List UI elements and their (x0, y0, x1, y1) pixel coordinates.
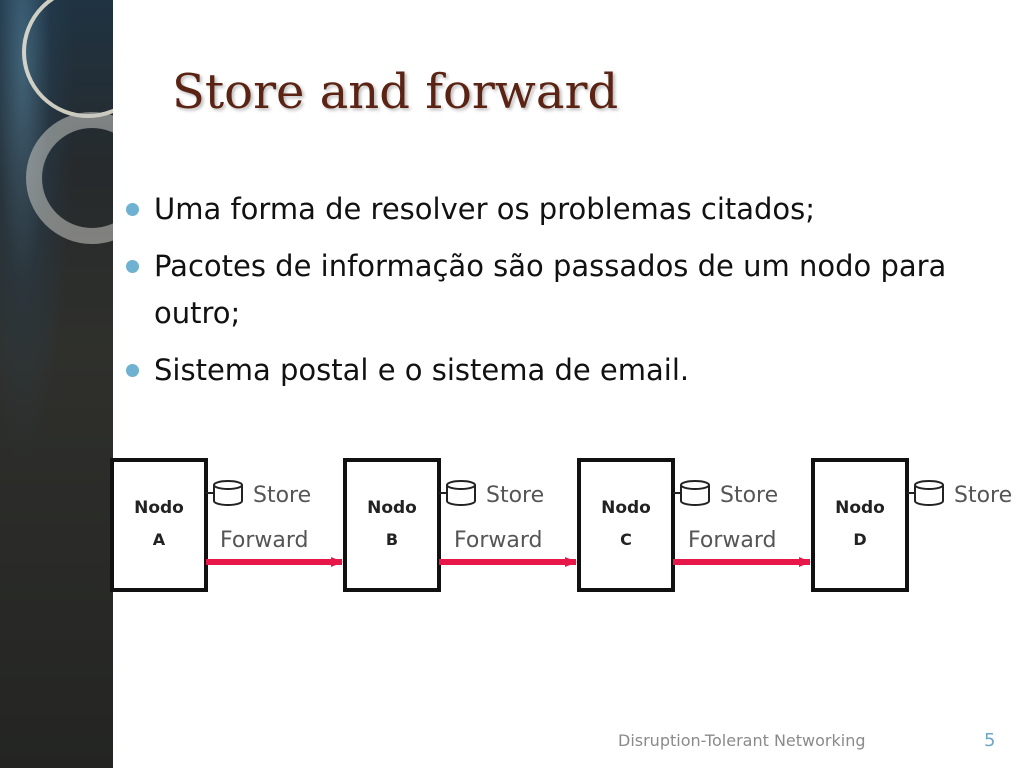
database-icon (907, 480, 944, 506)
bullet-text: Pacotes de informação são passados de um… (154, 249, 947, 330)
database-icon (206, 480, 243, 506)
bullet-text: Sistema postal e o sistema de email. (154, 353, 690, 387)
node-letter: D (853, 530, 866, 549)
bullet-marker (126, 260, 139, 273)
store-forward-diagram: Nodo A Store Forward Nodo B Store Forwar… (110, 458, 1012, 592)
store-label: Store (486, 483, 544, 508)
node-box (577, 458, 675, 592)
side-decoration (0, 0, 113, 768)
node-box (110, 458, 208, 592)
node-d: Nodo D (811, 458, 909, 592)
database-icon (439, 480, 476, 506)
bullet-text: Uma forma de resolver os problemas citad… (154, 192, 816, 226)
forward-label: Forward (220, 528, 308, 553)
database-icon (673, 480, 710, 506)
store-label: Store (954, 483, 1012, 508)
bullet-item: Uma forma de resolver os problemas citad… (124, 186, 974, 233)
node-letter: C (620, 530, 632, 549)
store-label: Store (253, 483, 311, 508)
node-label: Nodo (835, 498, 885, 518)
node-c: Nodo C (577, 458, 675, 592)
node-box (343, 458, 441, 592)
store-label: Store (720, 483, 778, 508)
footer-text: Disruption-Tolerant Networking (618, 731, 866, 750)
node-b: Nodo B (343, 458, 441, 592)
ring-decoration (22, 0, 113, 244)
bullet-item: Sistema postal e o sistema de email. (124, 347, 974, 394)
page-number: 5 (984, 730, 996, 751)
slide-title: Store and forward (172, 64, 619, 120)
node-label: Nodo (601, 498, 651, 518)
bullet-list: Uma forma de resolver os problemas citad… (124, 186, 974, 404)
forward-label: Forward (688, 528, 776, 553)
node-label: Nodo (367, 498, 417, 518)
bullet-marker (126, 203, 139, 216)
node-label: Nodo (134, 498, 184, 518)
forward-label: Forward (454, 528, 542, 553)
node-letter: A (153, 530, 166, 549)
node-box (811, 458, 909, 592)
bullet-marker (126, 364, 139, 377)
bullet-item: Pacotes de informação são passados de um… (124, 243, 974, 337)
node-letter: B (386, 530, 398, 549)
node-a: Nodo A (110, 458, 208, 592)
